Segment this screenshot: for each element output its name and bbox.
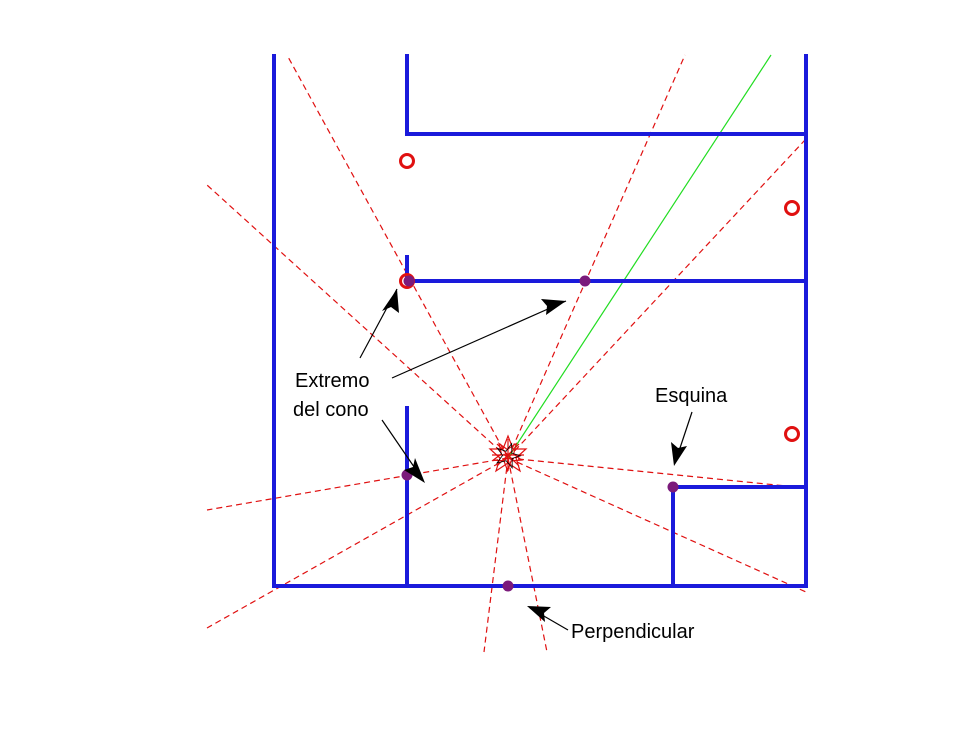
arrowhead-icon [382, 289, 399, 313]
ray [206, 457, 509, 511]
green-ray [507, 54, 772, 459]
ray-lines [206, 54, 807, 653]
label-corner: Esquina [655, 385, 728, 407]
ray [206, 184, 509, 459]
arrowheads [382, 289, 687, 622]
ray [206, 457, 509, 629]
annotation-arrows [359, 288, 693, 631]
hit-point [579, 275, 591, 287]
arrowhead-icon [671, 442, 687, 466]
hit-point [502, 580, 514, 592]
hit-point [667, 481, 679, 493]
open-markers [399, 153, 800, 442]
label-perpendicular: Perpendicular [571, 621, 695, 643]
ray [507, 457, 807, 593]
label-cone-end-line2: del cono [293, 399, 369, 421]
open-marker [784, 426, 800, 442]
hit-point [403, 275, 415, 287]
arrowhead-icon [541, 299, 566, 315]
arrow-cone-end-2 [391, 300, 567, 379]
open-marker [784, 200, 800, 216]
open-marker [399, 153, 415, 169]
arrowhead-icon [404, 458, 425, 483]
ray [286, 54, 509, 459]
label-cone-end-line1: Extremo [295, 370, 369, 392]
ray [507, 54, 686, 459]
arrowhead-icon [527, 606, 551, 622]
walls [272, 54, 808, 588]
source-star-icon [488, 434, 528, 473]
ray [483, 457, 509, 653]
ray [507, 457, 548, 653]
ray [507, 139, 806, 459]
ray [507, 457, 807, 489]
hit-points [401, 275, 679, 592]
